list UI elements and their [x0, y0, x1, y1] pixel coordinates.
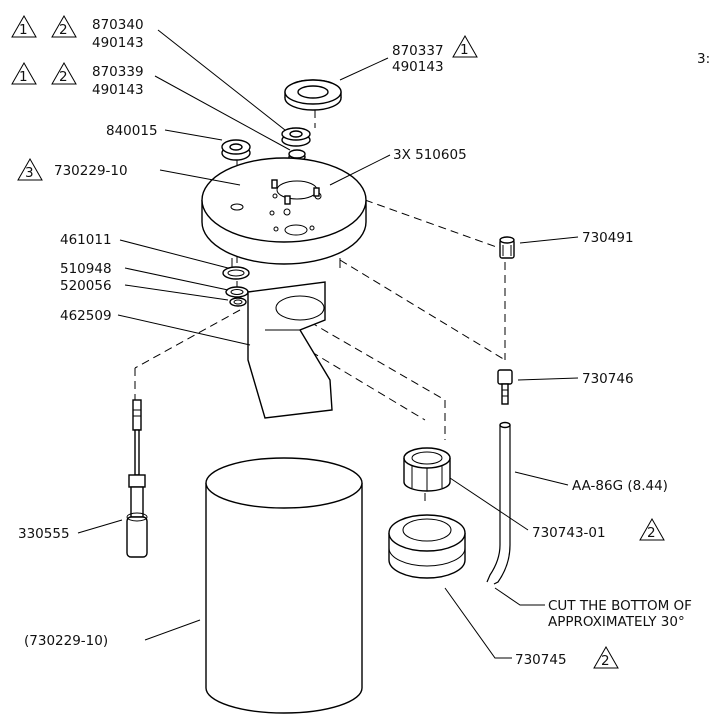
label-730229-10: 730229-10 — [54, 163, 128, 179]
label-3x-510605: 3X 510605 — [393, 147, 467, 163]
flag-1-870339: 1 — [19, 69, 28, 85]
part-730746-fitting — [497, 369, 513, 405]
part-aa-86g-tube — [486, 421, 511, 585]
edge-fragment-text: 3: — [697, 51, 709, 67]
label-461011: 461011 — [60, 232, 112, 248]
part-730491-fitting — [499, 236, 515, 259]
label-cut-line1: CUT THE BOTTOM OF — [548, 598, 692, 614]
label-840015: 840015 — [106, 123, 158, 139]
label-870337-sub: 490143 — [392, 59, 444, 75]
label-870339-sub: 490143 — [92, 82, 144, 98]
label-aa-86g: AA-86G (8.44) — [572, 478, 668, 494]
part-870340-grommet — [281, 127, 311, 147]
label-730743-01: 730743-01 — [532, 525, 606, 541]
revision-flags — [11, 14, 665, 669]
leader-lines — [77, 29, 579, 659]
part-520056-washer — [225, 286, 249, 298]
part-730743-01-nut — [403, 447, 451, 492]
part-tank-housing — [205, 457, 363, 714]
label-cut-line2: APPROXIMATELY 30° — [548, 614, 685, 630]
label-510948: 510948 — [60, 261, 112, 277]
flag-1-870337: 1 — [460, 42, 469, 58]
label-870340-sub: 490143 — [92, 35, 144, 51]
flag-2-730745: 2 — [601, 653, 610, 669]
label-730746: 730746 — [582, 371, 634, 387]
flag-2-730743: 2 — [647, 525, 656, 541]
part-730745-coupling — [388, 514, 466, 579]
label-870340: 870340 — [92, 17, 144, 33]
flag-3-730229: 3 — [25, 165, 34, 181]
label-870337: 870337 — [392, 43, 444, 59]
part-462509-washer-small — [229, 297, 247, 307]
part-462509-bracket — [247, 281, 333, 419]
part-510948-oring — [222, 266, 250, 280]
callout-labels: 1 2 870340 490143 1 2 870339 490143 8703… — [18, 17, 709, 669]
part-870337-grommet — [284, 79, 342, 111]
flag-1-870340: 1 — [19, 22, 28, 38]
part-330555-sensor — [126, 399, 148, 558]
label-462509: 462509 — [60, 308, 112, 324]
label-330555: 330555 — [18, 526, 70, 542]
label-730229-10-ref: (730229-10) — [24, 633, 108, 649]
flag-2-870340: 2 — [59, 22, 68, 38]
label-520056: 520056 — [60, 278, 112, 294]
label-730491: 730491 — [582, 230, 634, 246]
part-730229-10-cover-plate — [201, 157, 367, 268]
part-840015-grommet — [221, 139, 251, 161]
label-730745: 730745 — [515, 652, 567, 668]
label-870339: 870339 — [92, 64, 144, 80]
flag-2-870339: 2 — [59, 69, 68, 85]
